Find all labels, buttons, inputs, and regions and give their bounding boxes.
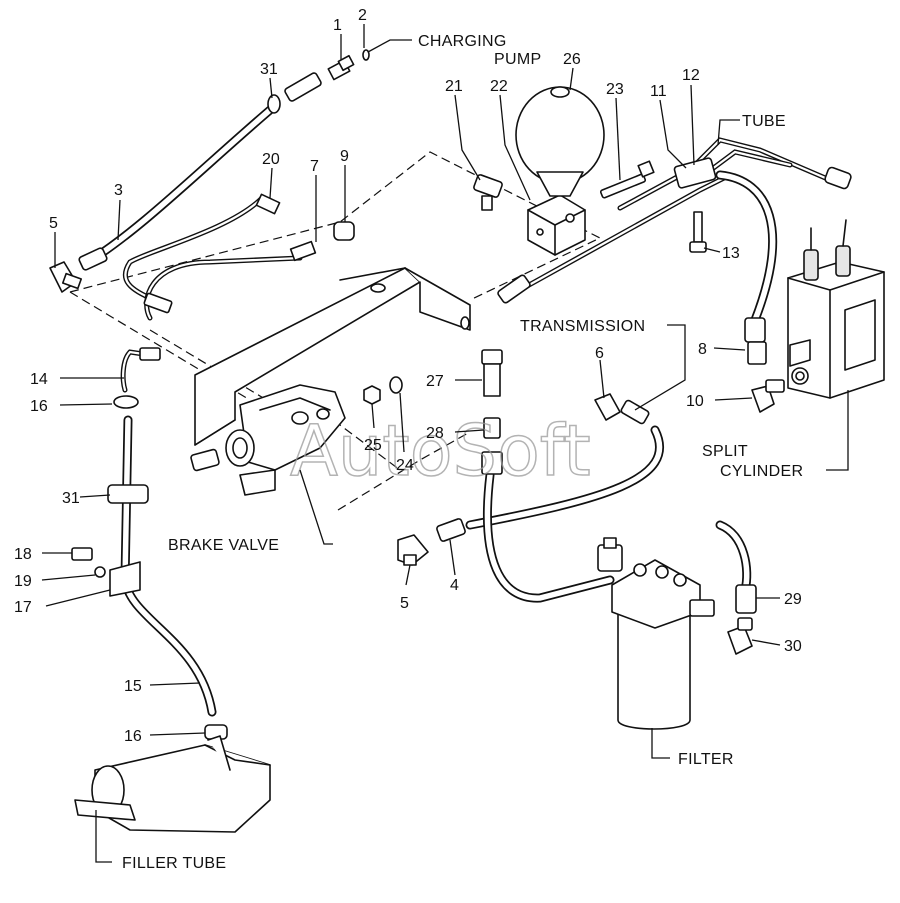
- tube-20: [122, 195, 265, 303]
- hose-center: [497, 274, 531, 304]
- callout-29: 29: [784, 591, 802, 608]
- tube-14: [120, 349, 153, 393]
- fitting-8: [744, 317, 767, 365]
- callout-9: 9: [340, 148, 349, 165]
- callout-12: 12: [682, 67, 700, 84]
- callout-4: 4: [450, 577, 459, 594]
- tube-29: [715, 520, 752, 595]
- tube-filter: [483, 470, 615, 603]
- callout-25: 25: [364, 437, 382, 454]
- label-transmission: TRANSMISSION: [520, 318, 645, 335]
- label-charging-pump-2: PUMP: [494, 51, 541, 68]
- washer-19: [94, 566, 106, 578]
- label-charging-pump: CHARGING: [418, 33, 507, 50]
- fitting-4: [436, 518, 466, 542]
- label-filler-tube: FILLER TUBE: [122, 855, 226, 872]
- fitting-28: [481, 417, 503, 475]
- clamp-31-left: [107, 484, 149, 504]
- callout-27: 27: [426, 373, 444, 390]
- callout-6: 6: [595, 345, 604, 362]
- nut-25: [363, 385, 381, 405]
- fitting-20: [255, 193, 281, 215]
- callout-31-top: 31: [260, 61, 278, 78]
- fitting-21: [473, 174, 503, 211]
- callout-16-bottom: 16: [124, 728, 142, 745]
- elbow-10: [751, 379, 785, 413]
- fitting-1: [327, 54, 355, 81]
- elbow-6: [594, 393, 650, 425]
- bolt-18: [71, 547, 93, 561]
- callout-21: 21: [445, 78, 463, 95]
- callout-10: 10: [686, 393, 704, 410]
- callout-14: 14: [30, 371, 48, 388]
- callout-7: 7: [310, 158, 319, 175]
- callout-numbers: 1 2 31 3 5 20 7 9 21 22 26 23 11 12 13 8…: [14, 7, 802, 745]
- callout-11: 11: [650, 83, 667, 100]
- tube-3: [83, 105, 275, 267]
- callout-24: 24: [396, 457, 414, 474]
- callout-22: 22: [490, 78, 508, 95]
- tube-transmission: [465, 425, 665, 530]
- clamp-16-top: [113, 395, 139, 409]
- fitting-3-end: [78, 247, 108, 271]
- fitting-tube-ends: [143, 292, 173, 314]
- washer-24: [389, 376, 403, 394]
- label-tube: TUBE: [742, 113, 786, 130]
- callout-2: 2: [358, 7, 367, 24]
- charging-pump-block-22: [527, 194, 586, 256]
- callout-28: 28: [426, 425, 444, 442]
- callout-18: 18: [14, 546, 32, 563]
- watermark: AutoSoft: [290, 410, 591, 492]
- elbow-5-left: [49, 261, 83, 293]
- callout-3: 3: [114, 182, 123, 199]
- fitting-29: [735, 584, 757, 614]
- label-split: SPLIT: [702, 443, 748, 460]
- elbow-5-bottom: [397, 534, 429, 566]
- callout-8: 8: [698, 341, 707, 358]
- filter-assembly: [597, 537, 715, 730]
- filler-tube: [74, 735, 271, 833]
- clamp-11-12: [673, 157, 717, 189]
- bracket-17: [109, 561, 141, 597]
- tube-8: [715, 170, 778, 325]
- callout-5-bottom: 5: [400, 595, 409, 612]
- tube-end-sensor: [824, 166, 852, 190]
- callout-19: 19: [14, 573, 32, 590]
- label-filter: FILTER: [678, 751, 734, 768]
- fitting-27: [481, 349, 503, 397]
- callout-31-left: 31: [62, 490, 80, 507]
- callout-1: 1: [333, 17, 342, 34]
- leader-lines: [41, 24, 849, 863]
- valve-bracket: [194, 267, 471, 446]
- elbow-30: [727, 617, 753, 655]
- callout-5-left: 5: [49, 215, 58, 232]
- callout-17: 17: [14, 599, 32, 616]
- fitting-7: [289, 240, 317, 262]
- callout-20: 20: [262, 151, 280, 168]
- callout-26: 26: [563, 51, 581, 68]
- oring-2: [362, 49, 370, 61]
- callout-15: 15: [124, 678, 142, 695]
- label-cylinder: CYLINDER: [720, 463, 803, 480]
- fitting-31-top: [267, 72, 322, 114]
- callout-23: 23: [606, 81, 624, 98]
- bolt-13: [689, 211, 707, 253]
- label-brake-valve: BRAKE VALVE: [168, 537, 279, 554]
- brake-valve: [190, 384, 346, 496]
- callout-13: 13: [722, 245, 740, 262]
- component-labels: CHARGING PUMP TUBE TRANSMISSION SPLIT CY…: [122, 33, 803, 872]
- fitting-9: [333, 221, 355, 241]
- split-cylinder: [787, 219, 885, 399]
- callout-30: 30: [784, 638, 802, 655]
- accumulator-sphere-26: [515, 86, 605, 197]
- callout-16-top: 16: [30, 398, 48, 415]
- tube-7: [144, 255, 303, 321]
- fitting-14: [139, 347, 161, 361]
- bolt-23: [599, 160, 655, 199]
